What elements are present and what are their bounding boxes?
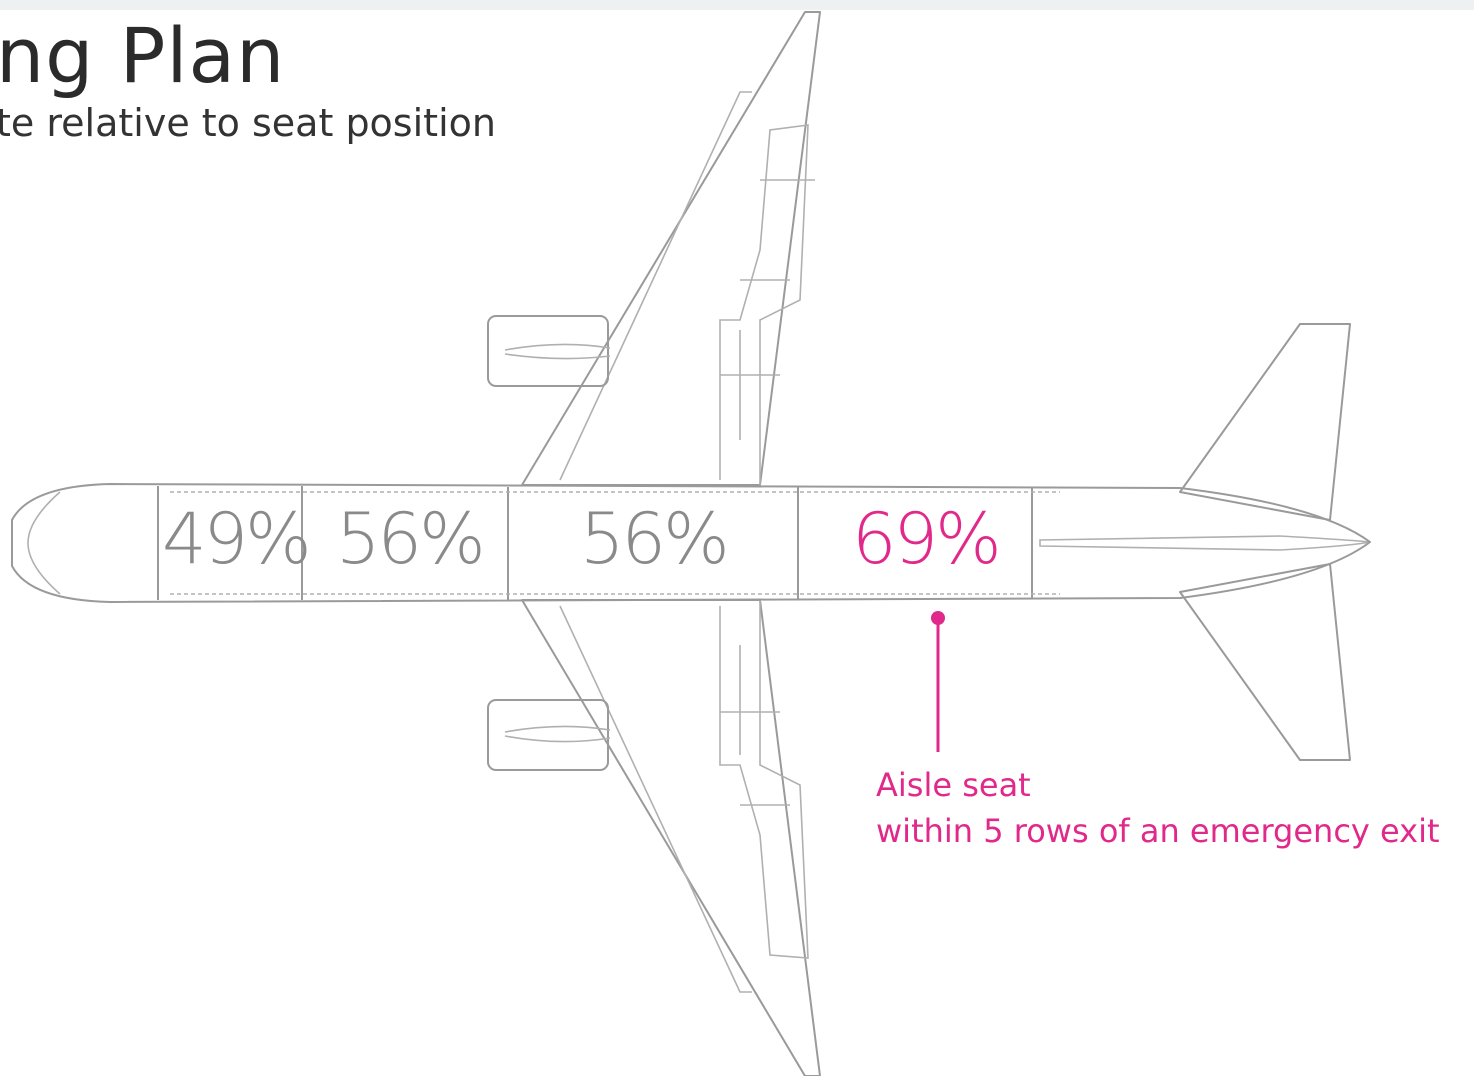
lower-engine	[487, 699, 611, 771]
section-3-percentage: 56%	[580, 498, 730, 580]
page-subtitle: te relative to seat position	[0, 101, 496, 145]
annotation-pointer	[931, 611, 945, 752]
tail	[1039, 323, 1371, 761]
fuselage	[11, 483, 1371, 603]
upper-wing	[521, 11, 821, 486]
annotation-line-1: Aisle seat	[876, 766, 1031, 804]
section-4-percentage: 69%	[852, 498, 1002, 580]
top-bar	[0, 0, 1474, 10]
aisle-seat-annotation: Aisle seat within 5 rows of an emergency…	[876, 762, 1440, 854]
section-2-percentage: 56%	[336, 498, 486, 580]
lower-wing	[521, 599, 821, 1076]
annotation-line-2: within 5 rows of an emergency exit	[876, 812, 1440, 850]
upper-engine	[487, 315, 611, 387]
page-title: ng Plan	[0, 11, 286, 100]
section-1-percentage: 49%	[162, 498, 312, 580]
